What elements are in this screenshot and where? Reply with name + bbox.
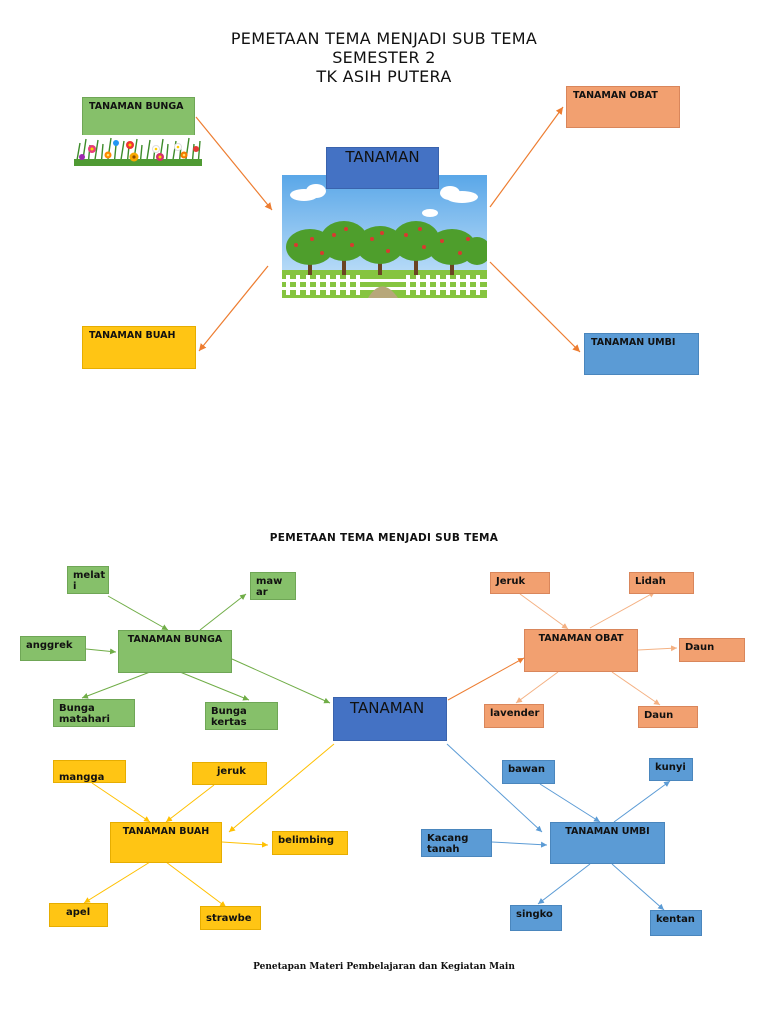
node-tanaman-umbi: TANAMAN UMBI xyxy=(584,333,699,375)
page-title-line2: SEMESTER 2 xyxy=(332,48,436,67)
leaf-bawang: bawan xyxy=(502,760,555,784)
leaf-bunga-matahari: Bunga matahari xyxy=(53,699,135,727)
node2-tanaman-center: TANAMAN xyxy=(333,697,447,741)
leaf-jeruk-obat: Jeruk xyxy=(490,572,550,594)
leaf-kunyit: kunyi xyxy=(649,758,693,781)
leaf-lidah: Lidah xyxy=(629,572,694,594)
leaf-belimbing: belimbing xyxy=(272,831,348,855)
arrow-center-to-buah xyxy=(198,265,269,352)
node-tanaman-center: TANAMAN xyxy=(326,147,439,189)
node-tanaman-bunga: TANAMAN BUNGA xyxy=(82,97,195,137)
leaf-singkong: singko xyxy=(510,905,562,931)
leaf-strawberry: strawbe xyxy=(200,906,261,930)
leaf-jeruk-buah: jeruk xyxy=(192,762,267,785)
node2-tanaman-obat: TANAMAN OBAT xyxy=(524,629,638,672)
flower-garden-image xyxy=(74,135,202,166)
arrow-center-to-umbi xyxy=(489,261,581,353)
node2-tanaman-bunga: TANAMAN BUNGA xyxy=(118,630,232,673)
diagram2-title: PEMETAAN TEMA MENJADI SUB TEMA xyxy=(269,532,499,544)
leaf-kacang-tanah: Kacang tanah xyxy=(421,829,492,857)
leaf-bunga-kertas: Bunga kertas xyxy=(205,702,278,730)
node-tanaman-obat: TANAMAN OBAT xyxy=(566,86,680,128)
node-tanaman-buah: TANAMAN BUAH xyxy=(82,326,196,369)
leaf-daun-2: Daun xyxy=(638,706,698,728)
leaf-kentang: kentan xyxy=(650,910,702,936)
node2-tanaman-buah: TANAMAN BUAH xyxy=(110,822,222,863)
page-title-line1: PEMETAAN TEMA MENJADI SUB TEMA xyxy=(230,29,538,48)
orchard-image xyxy=(282,175,487,298)
leaf-melati: melat i xyxy=(67,566,109,594)
node2-tanaman-umbi: TANAMAN UMBI xyxy=(550,822,665,864)
footer-caption: Penetapan Materi Pembelajaran dan Kegiat… xyxy=(253,962,515,972)
leaf-apel: apel xyxy=(49,903,108,927)
arrow-bunga-to-center xyxy=(195,116,273,211)
leaf-mangga: mangga xyxy=(53,760,126,783)
leaf-mawar: maw ar xyxy=(250,572,296,600)
leaf-daun-1: Daun xyxy=(679,638,745,662)
leaf-anggrek: anggrek xyxy=(20,636,86,661)
leaf-lavender: lavender xyxy=(484,704,544,728)
arrow-center-to-obat xyxy=(489,106,564,208)
page-title-line3: TK ASIH PUTERA xyxy=(316,67,452,86)
